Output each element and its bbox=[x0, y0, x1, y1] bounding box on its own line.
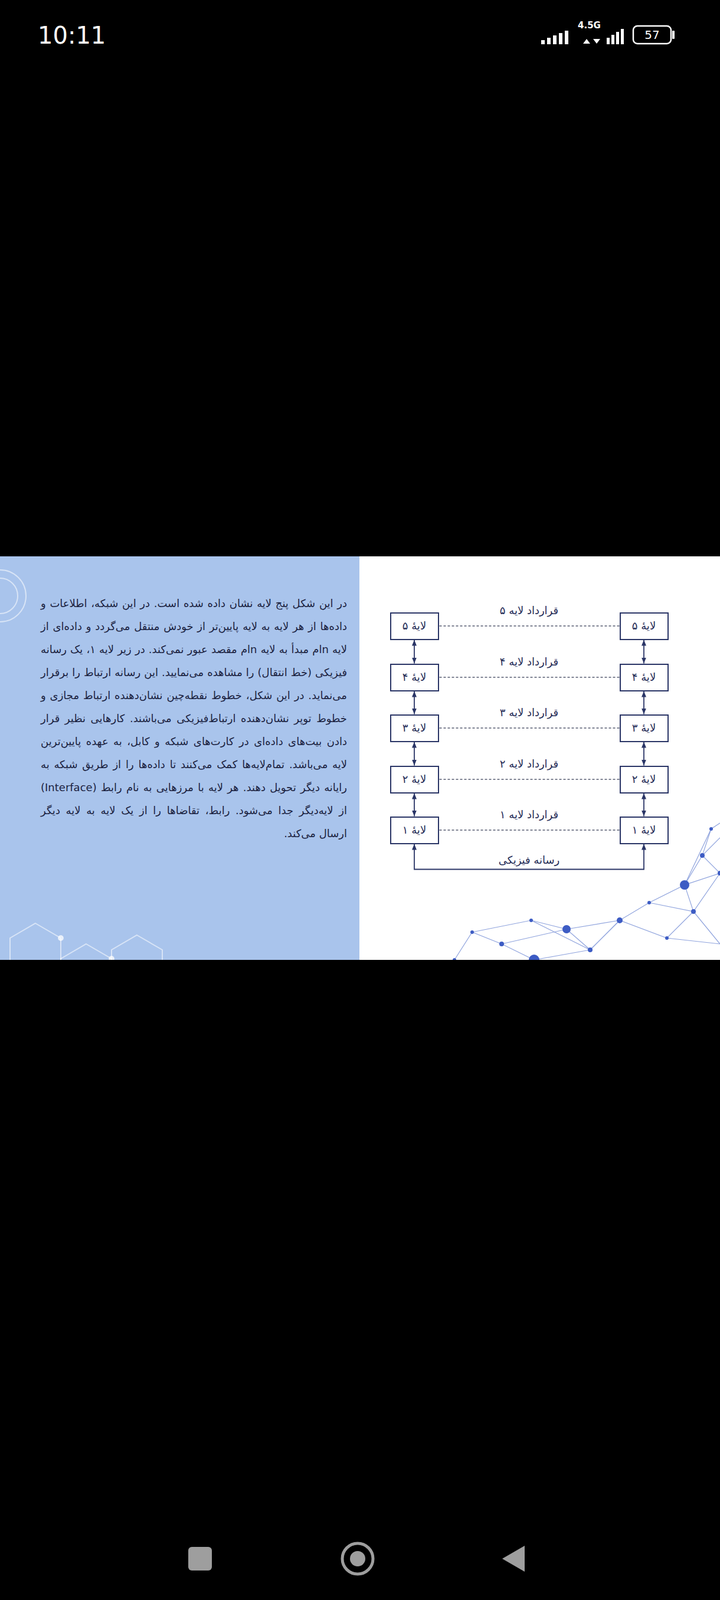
physical-link bbox=[643, 793, 645, 817]
edge-label: قرارداد لایه ۵ bbox=[497, 604, 561, 618]
layer-name: لایهٔ ۵ bbox=[632, 619, 656, 633]
physical-link bbox=[413, 640, 415, 664]
layer-box: لایهٔ ۴ bbox=[619, 663, 669, 692]
layer-box: لایهٔ ۵ bbox=[619, 612, 669, 641]
physical-link bbox=[414, 844, 644, 870]
physical-link bbox=[413, 793, 415, 817]
physical-link bbox=[413, 691, 415, 715]
signal-bars bbox=[541, 28, 624, 45]
edge-label: رسانه فیزیکی bbox=[496, 853, 563, 867]
nav-recent bbox=[188, 1547, 212, 1572]
physical-link bbox=[643, 691, 645, 715]
virtual-link bbox=[439, 829, 620, 831]
text-panel bbox=[0, 556, 360, 961]
layer-box: لایهٔ ۳ bbox=[390, 714, 440, 743]
layer-name: لایهٔ ۱ bbox=[632, 823, 656, 837]
virtual-link bbox=[439, 779, 620, 780]
nav-back bbox=[502, 1546, 525, 1573]
layer-box: لایهٔ ۴ bbox=[390, 663, 440, 692]
layer-name: لایهٔ ۳ bbox=[402, 721, 427, 735]
layer-name: لایهٔ ۳ bbox=[632, 721, 656, 735]
layer-name: لایهٔ ۲ bbox=[402, 773, 427, 787]
body-paragraph: در این شکل پنج لایه نشان داده شده است. د… bbox=[40, 591, 348, 846]
layer-box: لایهٔ ۵ bbox=[390, 612, 440, 641]
data-arrows bbox=[583, 38, 601, 44]
edge-label: قرارداد لایه ۲ bbox=[497, 757, 561, 771]
status-text: 4.5G bbox=[577, 20, 601, 31]
layer-box: لایهٔ ۱ bbox=[619, 816, 669, 845]
status-text: 57 bbox=[633, 25, 672, 44]
layer-box: لایهٔ ۱ bbox=[390, 816, 440, 845]
status-text: 10:11 bbox=[37, 21, 106, 50]
virtual-link bbox=[439, 676, 620, 678]
layer-box: لایهٔ ۲ bbox=[619, 766, 669, 794]
edge-label: قرارداد لایه ۱ bbox=[497, 808, 561, 822]
layer-box: لایهٔ ۳ bbox=[619, 714, 669, 743]
nav-home bbox=[342, 1543, 373, 1575]
layer-box: لایهٔ ۲ bbox=[390, 766, 440, 794]
layer-name: لایهٔ ۵ bbox=[402, 619, 427, 633]
edge-label: قرارداد لایه ۳ bbox=[497, 706, 561, 720]
virtual-link bbox=[439, 625, 620, 627]
diagram-panel bbox=[359, 556, 720, 961]
physical-link bbox=[413, 742, 415, 767]
network-illustration bbox=[452, 823, 720, 961]
virtual-link bbox=[439, 727, 620, 729]
battery-icon bbox=[633, 25, 675, 44]
layer-name: لایهٔ ۴ bbox=[402, 671, 427, 684]
layer-name: لایهٔ ۲ bbox=[632, 773, 656, 787]
layer-name: لایهٔ ۴ bbox=[632, 671, 656, 684]
physical-link bbox=[643, 640, 645, 664]
edge-label: قرارداد لایه ۴ bbox=[497, 655, 561, 669]
physical-link bbox=[643, 742, 645, 767]
layer-name: لایهٔ ۱ bbox=[402, 823, 427, 837]
